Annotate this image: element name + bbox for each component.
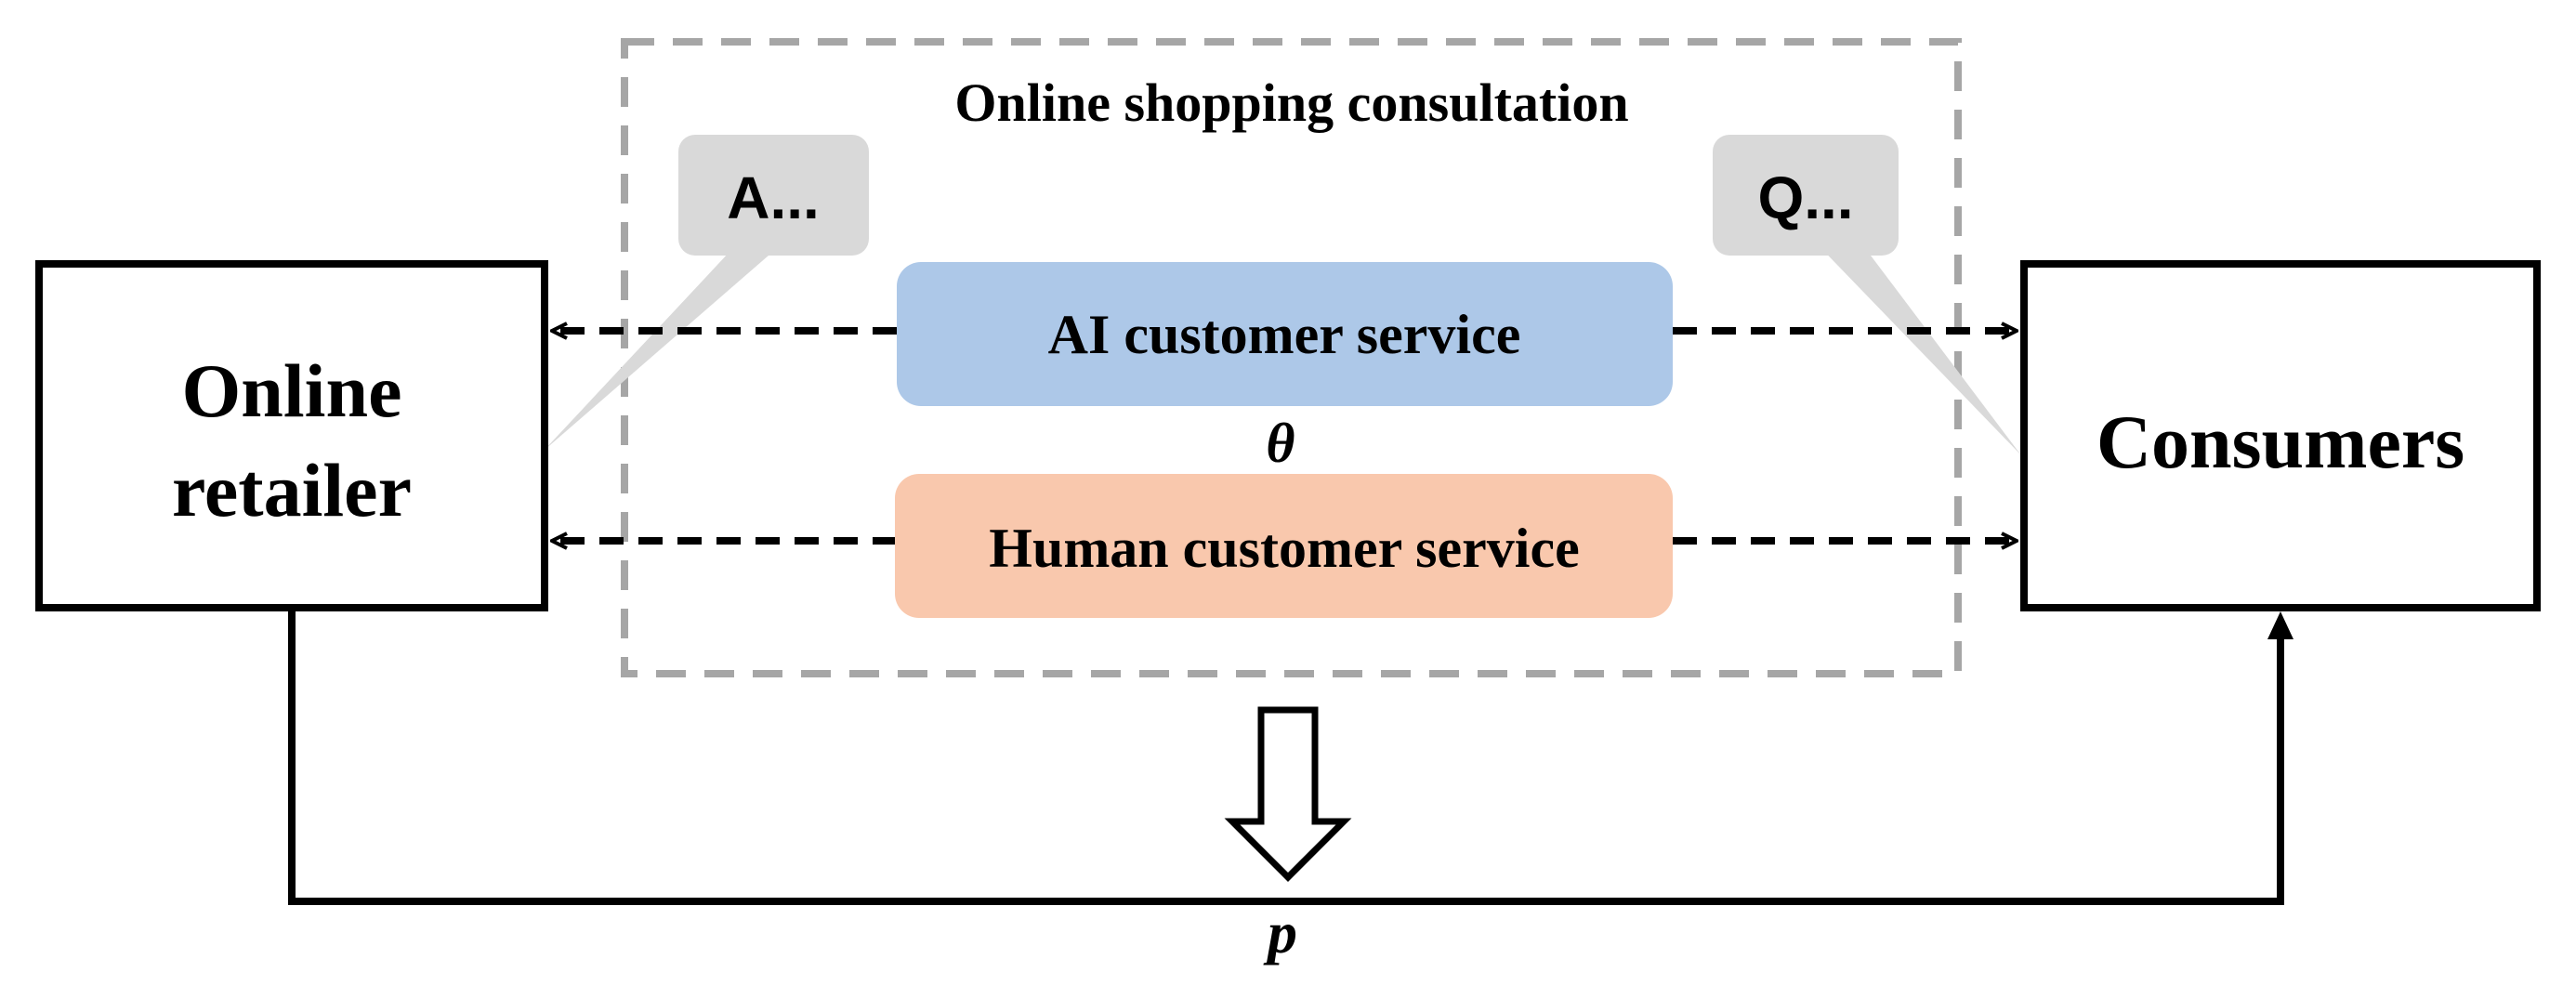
ai-customer-service-label: AI customer service <box>1048 304 1521 365</box>
answer-bubble-tail <box>544 237 790 451</box>
price-symbol: p <box>1263 900 1297 965</box>
theta-symbol: θ <box>1266 413 1295 474</box>
online-retailer-label-line1: Online <box>182 348 402 433</box>
question-bubble-label: Q... <box>1757 164 1853 231</box>
answer-bubble-body <box>678 135 869 256</box>
hollow-down-arrow <box>1224 706 1352 882</box>
consultation-frame <box>621 38 1962 677</box>
price-flow-line <box>288 611 2284 905</box>
online-retailer-box <box>35 260 548 611</box>
consumers-box <box>2020 260 2541 611</box>
consumers-label: Consumers <box>2096 400 2464 484</box>
answer-bubble-label: A... <box>727 164 820 231</box>
human-customer-service-box <box>895 474 1673 618</box>
online-retailer-label-line2: retailer <box>172 448 412 532</box>
price-flow-arrowhead <box>2267 611 2293 639</box>
human-customer-service-label: Human customer service <box>989 518 1579 579</box>
human-customer-service-node: Human customer service <box>895 474 1673 618</box>
ai-customer-service-node: AI customer service <box>897 262 1673 406</box>
question-bubble-tail <box>1810 237 2021 455</box>
consultation-title: Online shopping consultation <box>954 72 1628 133</box>
question-bubble-body <box>1713 135 1899 256</box>
online-retailer-node: Online retailer <box>35 260 548 611</box>
consumers-node: Consumers <box>2020 260 2541 611</box>
ai-customer-service-box <box>897 262 1673 406</box>
question-speech-bubble: Q... <box>1713 135 2021 455</box>
answer-speech-bubble: A... <box>544 135 869 451</box>
